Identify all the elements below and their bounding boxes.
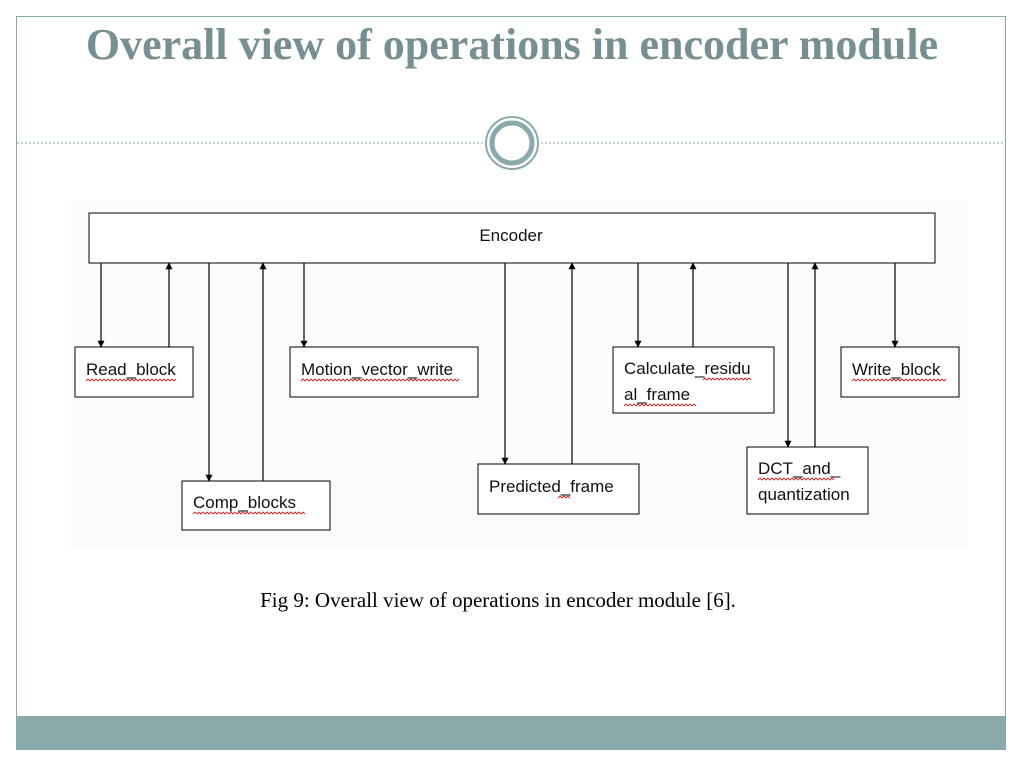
spellcheck-underline <box>192 511 306 515</box>
comp-blocks-box <box>181 480 331 531</box>
dct-quantization-box <box>746 446 869 515</box>
dct-quantization-label-line1: DCT_and_ <box>758 459 841 478</box>
figure-caption: Fig 9: Overall view of operations in enc… <box>260 588 736 612</box>
write-block-box <box>840 346 960 398</box>
comp-blocks-label: Comp_blocks <box>193 493 296 512</box>
read-block-label: Read_block <box>86 360 176 379</box>
spellcheck-underline <box>557 495 571 499</box>
spellcheck-underline <box>300 378 460 382</box>
divider-ornament-inner <box>489 120 535 166</box>
motion-vector-write-label: Motion_vector_write <box>301 360 453 379</box>
spellcheck-underline <box>702 377 752 381</box>
predicted-frame-label: Predicted_frame <box>489 477 614 496</box>
encoder-box <box>88 212 936 264</box>
calculate-residual-label-line1: Calculate_residu <box>624 359 751 378</box>
spellcheck-underline <box>757 477 835 481</box>
footer-bar <box>17 716 1006 750</box>
dct-quantization-label-line2: quantization <box>758 485 850 504</box>
slide-title: Overall view of operations in encoder mo… <box>85 20 939 69</box>
encoder-label: Encoder <box>479 226 543 245</box>
spellcheck-underline <box>623 403 697 407</box>
spellcheck-underline <box>85 378 177 382</box>
calculate-residual-label-line2: al_frame <box>624 385 690 404</box>
predicted-frame-box <box>477 463 640 515</box>
spellcheck-underline <box>851 378 947 382</box>
read-block-box <box>74 346 194 398</box>
write-block-label: Write_block <box>852 360 941 379</box>
motion-vector-write-box <box>289 346 479 398</box>
